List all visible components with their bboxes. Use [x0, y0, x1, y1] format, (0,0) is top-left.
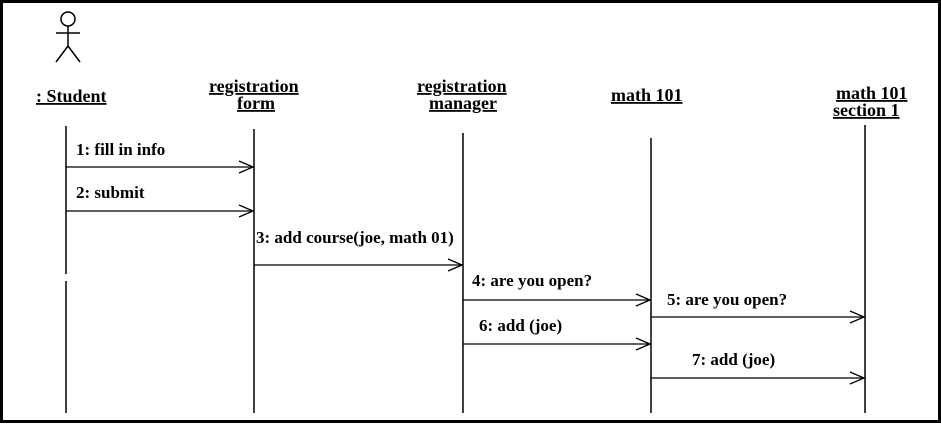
object-registration-manager-line1: registration [417, 76, 507, 96]
message-6-arrow [463, 337, 652, 351]
message-7-arrow [651, 371, 866, 385]
stick-figure-icon [55, 11, 81, 63]
object-registration-manager-line2: manager [429, 93, 497, 113]
object-registration-form-line1: registration [209, 76, 299, 96]
message-2-label: 2: submit [76, 183, 145, 202]
message-7-label: 7: add (joe) [692, 350, 775, 369]
object-math-101-section-1-line2: section 1 [833, 100, 900, 120]
message-1-label: 1: fill in info [76, 140, 165, 159]
actor-label: : Student [36, 86, 107, 106]
message-3-arrow [254, 258, 464, 272]
message-5-label: 5: are you open? [667, 290, 787, 309]
message-5-arrow [651, 310, 866, 324]
object-registration-form-line2: form [237, 93, 275, 113]
message-4-arrow [463, 293, 652, 307]
object-math-101-section-1-line1: math 101 [836, 83, 908, 103]
message-1-arrow [66, 160, 255, 174]
message-6-label: 6: add (joe) [479, 316, 562, 335]
message-4-label: 4: are you open? [472, 271, 592, 290]
object-math-101: math 101 [611, 85, 683, 105]
message-3-label: 3: add course(joe, math 01) [256, 228, 454, 247]
message-2-arrow [66, 204, 255, 218]
sequence-diagram: : Student registration form registration… [36, 11, 908, 413]
